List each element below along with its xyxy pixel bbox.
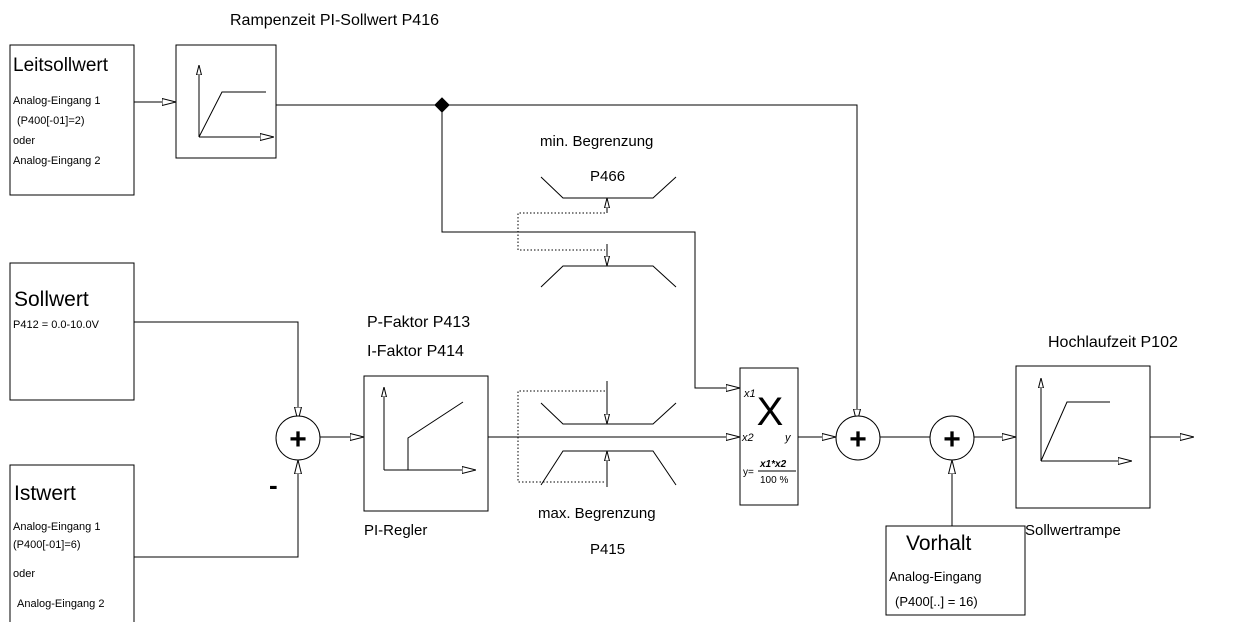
pi-controller-block (363, 375, 489, 512)
max-limit-symbol (540, 381, 677, 487)
feedforward-line (447, 104, 857, 423)
ramp-time-title: Rampenzeit PI-Sollwert P416 (230, 12, 439, 29)
istwert-line-1: Analog-Eingang 1 (13, 521, 100, 533)
leitsollwert-line-3: oder (13, 135, 35, 147)
min-limit-param: P466 (590, 168, 625, 185)
summing-junction-1-plus: + (289, 423, 307, 456)
istwert-line-3: oder (13, 568, 35, 580)
vorhalt-title: Vorhalt (906, 532, 972, 555)
summing-junction-3: + (929, 415, 975, 461)
istwert-block: Istwert Analog-Eingang 1 (P400[-01]=6) o… (9, 464, 135, 622)
p-factor-label: P-Faktor P413 (367, 314, 470, 331)
istwert-title: Istwert (14, 482, 76, 505)
min-limit-title: min. Begrenzung (540, 133, 653, 150)
multiplier-y: y (784, 432, 792, 444)
istwert-to-adder-line (134, 460, 298, 558)
vorhalt-line-1: Analog-Eingang (889, 569, 982, 584)
sollwertrampe-label: Sollwertrampe (1025, 522, 1121, 539)
sollwert-title: Sollwert (14, 288, 89, 311)
i-factor-label: I-Faktor P414 (367, 343, 464, 360)
leitsollwert-block: Leitsollwert Analog-Eingang 1 (P400[-01]… (9, 44, 135, 196)
min-limit-dotted-bracket (517, 212, 605, 251)
formula-denominator: 100 % (760, 475, 788, 486)
max-limit-dotted-bracket (517, 390, 605, 483)
max-limit-title: max. Begrenzung (538, 505, 656, 522)
sollwert-line-1: P412 = 0.0-10.0V (13, 319, 100, 331)
minus-sign: - (269, 470, 278, 500)
sollwert-block: Sollwert P412 = 0.0-10.0V (9, 262, 135, 401)
leitsollwert-line-2: (P400[-01]=2) (17, 115, 85, 127)
multiplier-symbol: X (757, 390, 784, 434)
summing-junction-3-plus: + (943, 423, 961, 456)
multiplier-x2: x2 (741, 432, 754, 444)
min-limit-symbol (540, 176, 677, 288)
istwert-line-4: Analog-Eingang 2 (17, 598, 104, 610)
leitsollwert-line-4: Analog-Eingang 2 (13, 155, 100, 167)
formula-y: y= (743, 467, 754, 478)
leitsollwert-title: Leitsollwert (13, 55, 109, 76)
summing-junction-1: + (275, 415, 321, 461)
setpoint-ramp-block (1015, 365, 1151, 509)
ramp-up-time-title: Hochlaufzeit P102 (1048, 334, 1178, 351)
branch-junction-diamond (434, 97, 450, 113)
istwert-line-2: (P400[-01]=6) (13, 539, 81, 551)
max-limit-param: P415 (590, 541, 625, 558)
pi-regler-label: PI-Regler (364, 522, 427, 539)
branch-to-multiplier-x1 (441, 112, 740, 388)
multiplier-x1: x1 (743, 388, 756, 400)
summing-junction-2-plus: + (849, 423, 867, 456)
summing-junction-2: + (835, 415, 881, 461)
vorhalt-block: Vorhalt Analog-Eingang (P400[..] = 16) (885, 525, 1026, 616)
ramp-block-p416 (175, 44, 277, 159)
leitsollwert-line-1: Analog-Eingang 1 (13, 95, 100, 107)
formula-numerator: x1*x2 (759, 459, 787, 470)
sollwert-to-adder-line (134, 321, 298, 421)
vorhalt-line-2: (P400[..] = 16) (895, 594, 978, 609)
multiplier-block: x1 x2 X y y= x1*x2 100 % (739, 367, 799, 506)
